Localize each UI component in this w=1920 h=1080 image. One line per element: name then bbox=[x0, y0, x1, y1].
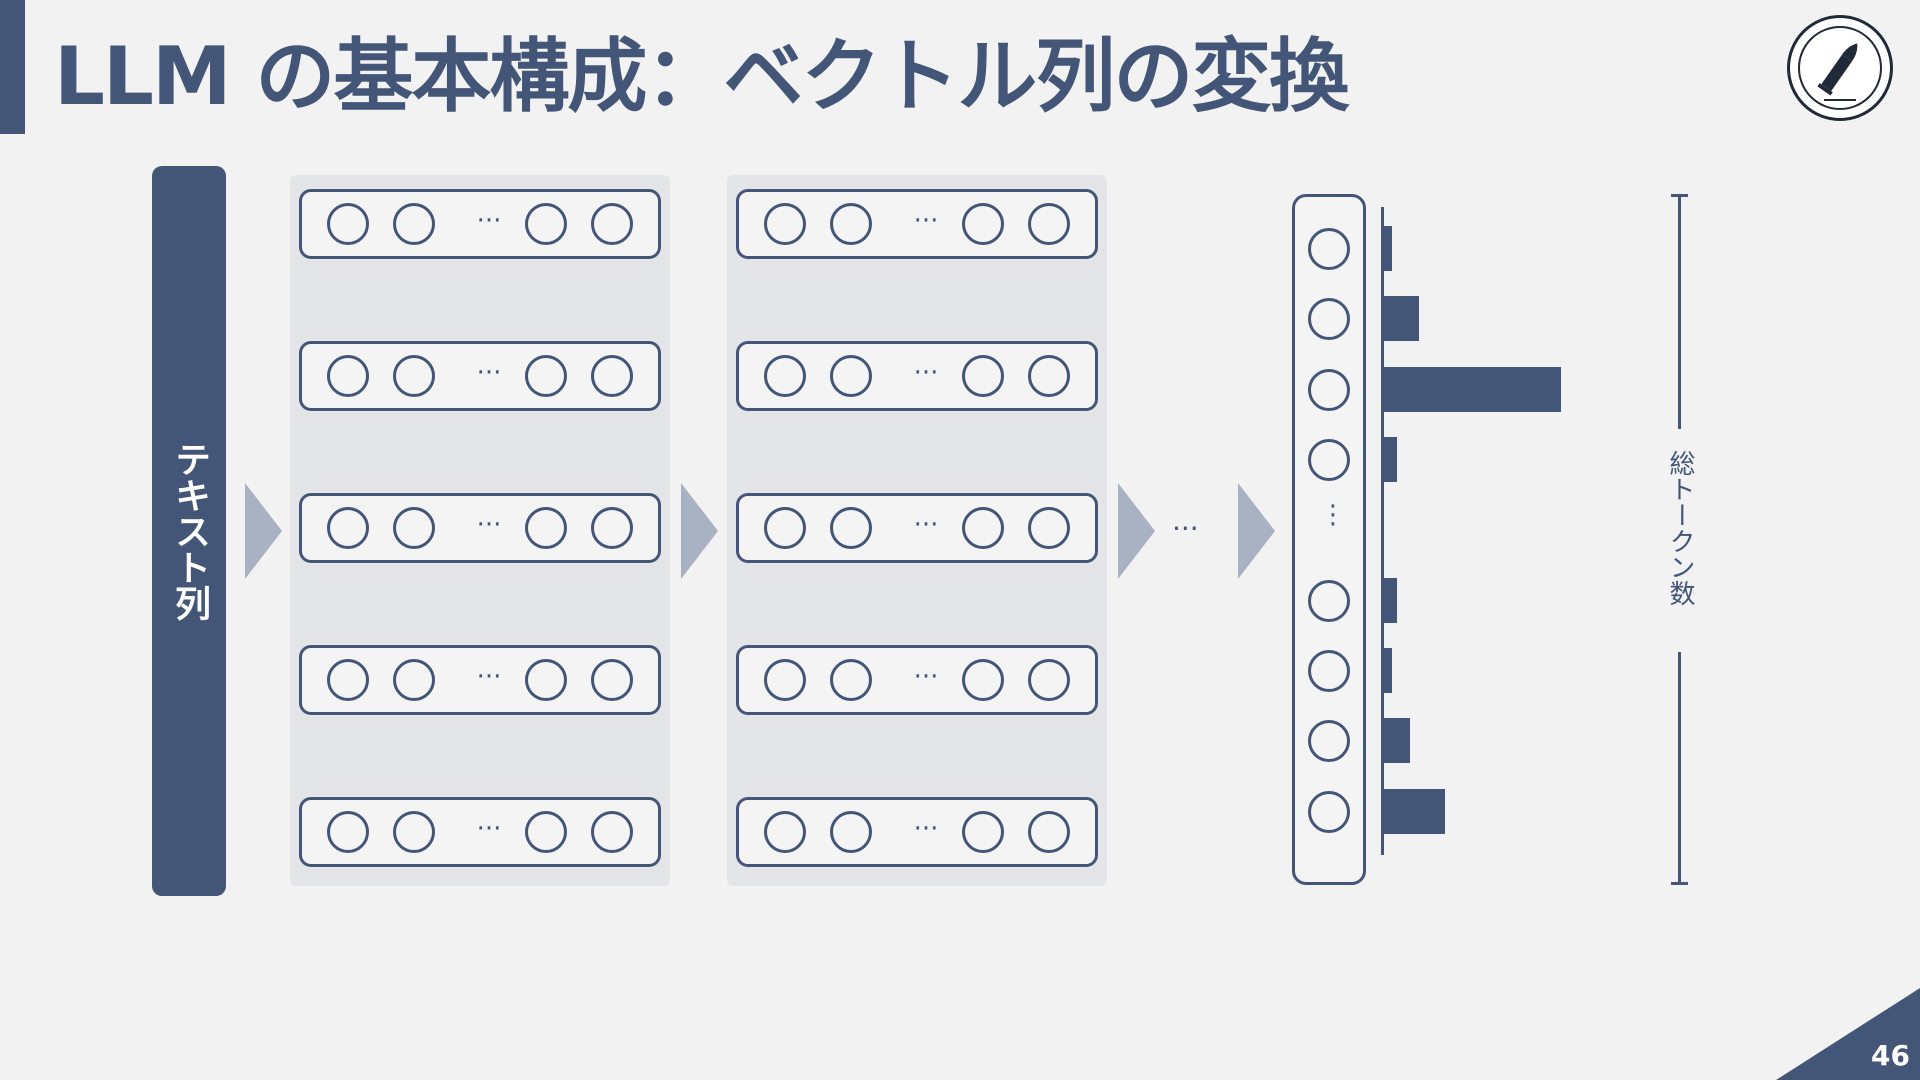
vector-element bbox=[1028, 811, 1070, 853]
vector-element bbox=[525, 203, 567, 245]
vector-element bbox=[393, 355, 435, 397]
layers-ellipsis: ··· bbox=[1172, 512, 1199, 545]
vector-row: ··· bbox=[299, 493, 661, 563]
histogram-axis bbox=[1381, 207, 1384, 855]
vector-ellipsis: ··· bbox=[476, 358, 502, 388]
input-text-label: テキスト列 bbox=[169, 441, 210, 621]
vector-element bbox=[1028, 355, 1070, 397]
logo bbox=[1787, 15, 1893, 121]
arrow-right-icon bbox=[245, 483, 282, 579]
vector-element bbox=[393, 203, 435, 245]
page-number: 46 bbox=[1871, 1039, 1910, 1072]
vector-element bbox=[764, 355, 806, 397]
output-element bbox=[1308, 580, 1350, 622]
vector-element bbox=[393, 659, 435, 701]
vector-element bbox=[525, 355, 567, 397]
arrow-right-icon bbox=[1238, 483, 1275, 579]
bullet-icon bbox=[1817, 43, 1858, 101]
vector-element bbox=[962, 203, 1004, 245]
vector-element bbox=[327, 355, 369, 397]
vector-row: ··· bbox=[299, 797, 661, 867]
output-element bbox=[1308, 369, 1350, 411]
vector-element bbox=[393, 507, 435, 549]
vector-row: ··· bbox=[736, 797, 1098, 867]
vector-ellipsis: ··· bbox=[476, 510, 502, 540]
vector-ellipsis: ··· bbox=[476, 662, 502, 692]
total-tokens-label: 総トークン数 bbox=[1665, 450, 1695, 606]
vector-element bbox=[327, 507, 369, 549]
token-bar bbox=[1383, 367, 1561, 412]
vector-element bbox=[327, 811, 369, 853]
page-corner bbox=[1776, 988, 1920, 1080]
token-bar bbox=[1383, 226, 1392, 271]
vector-element bbox=[591, 355, 633, 397]
vector-element bbox=[591, 811, 633, 853]
vector-element bbox=[393, 811, 435, 853]
vector-layer-2: ··· ··· ··· ··· ··· bbox=[727, 175, 1107, 886]
output-element bbox=[1308, 439, 1350, 481]
token-bar bbox=[1383, 648, 1392, 693]
vector-ellipsis: ··· bbox=[913, 510, 939, 540]
vector-row: ··· bbox=[736, 189, 1098, 259]
vector-element bbox=[830, 203, 872, 245]
token-bar bbox=[1383, 789, 1445, 834]
vector-element bbox=[1028, 659, 1070, 701]
vector-ellipsis: ··· bbox=[913, 814, 939, 844]
vector-row: ··· bbox=[299, 645, 661, 715]
vector-ellipsis: ··· bbox=[913, 358, 939, 388]
vector-element bbox=[764, 659, 806, 701]
output-element bbox=[1308, 720, 1350, 762]
vector-element bbox=[830, 355, 872, 397]
output-element bbox=[1308, 228, 1350, 270]
vector-element bbox=[962, 659, 1004, 701]
vector-element bbox=[525, 659, 567, 701]
output-element bbox=[1308, 298, 1350, 340]
vector-ellipsis: ··· bbox=[913, 206, 939, 236]
vector-row: ··· bbox=[299, 189, 661, 259]
arrow-right-icon bbox=[681, 483, 718, 579]
vector-row: ··· bbox=[736, 341, 1098, 411]
vector-element bbox=[525, 811, 567, 853]
page-title: LLM の基本構成：ベクトル列の変換 bbox=[54, 30, 1349, 123]
vector-element bbox=[830, 811, 872, 853]
vector-element bbox=[1028, 507, 1070, 549]
vector-element bbox=[525, 507, 567, 549]
vector-row: ··· bbox=[299, 341, 661, 411]
arrow-right-icon bbox=[1118, 483, 1155, 579]
total-range-line bbox=[1678, 194, 1681, 429]
vector-element bbox=[327, 659, 369, 701]
vector-layer-1: ··· ··· ··· ··· ··· bbox=[290, 175, 670, 886]
output-element bbox=[1308, 791, 1350, 833]
vector-element bbox=[830, 659, 872, 701]
vector-element bbox=[591, 659, 633, 701]
vector-element bbox=[591, 507, 633, 549]
token-bar bbox=[1383, 718, 1410, 763]
token-bar bbox=[1383, 437, 1397, 482]
output-vertical-ellipsis: ⋮ bbox=[1320, 500, 1346, 530]
total-range-line bbox=[1678, 652, 1681, 885]
vector-row: ··· bbox=[736, 493, 1098, 563]
vector-element bbox=[962, 507, 1004, 549]
vector-element bbox=[764, 507, 806, 549]
output-element bbox=[1308, 650, 1350, 692]
vector-ellipsis: ··· bbox=[476, 814, 502, 844]
token-bar bbox=[1383, 578, 1397, 623]
vector-element bbox=[764, 811, 806, 853]
input-text-sequence: テキスト列 bbox=[152, 166, 226, 896]
vector-row: ··· bbox=[736, 645, 1098, 715]
vector-element bbox=[1028, 203, 1070, 245]
vector-element bbox=[327, 203, 369, 245]
vector-element bbox=[764, 203, 806, 245]
total-range-tick-bottom bbox=[1671, 882, 1688, 885]
vector-ellipsis: ··· bbox=[913, 662, 939, 692]
vector-element bbox=[830, 507, 872, 549]
token-bar bbox=[1383, 296, 1419, 341]
vector-element bbox=[962, 355, 1004, 397]
title-accent-bar bbox=[0, 0, 25, 134]
vector-element bbox=[962, 811, 1004, 853]
vector-element bbox=[591, 203, 633, 245]
vector-ellipsis: ··· bbox=[476, 206, 502, 236]
